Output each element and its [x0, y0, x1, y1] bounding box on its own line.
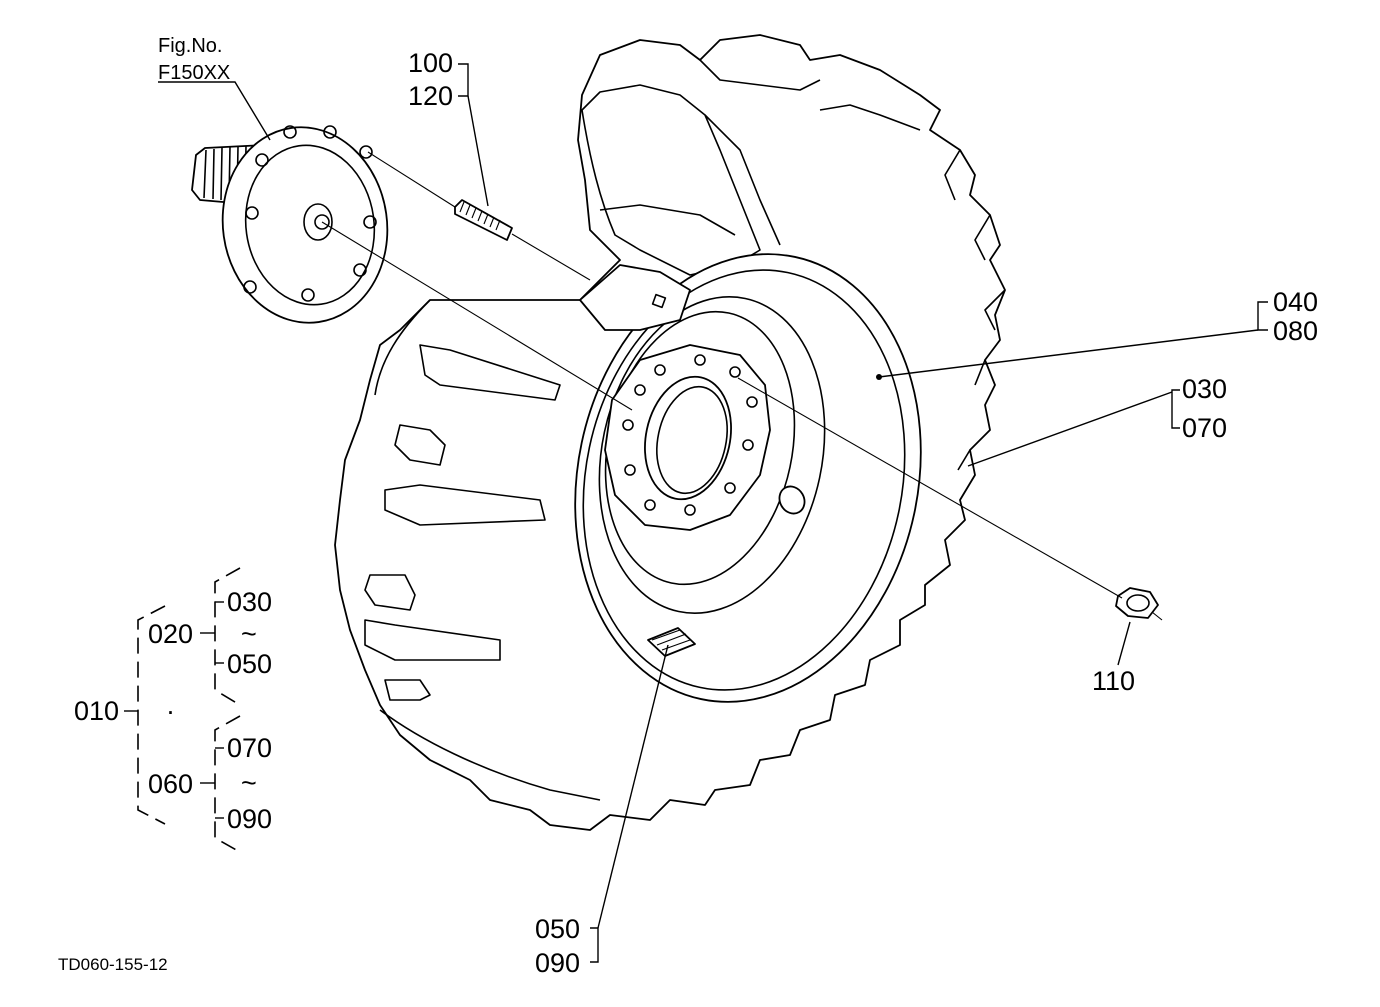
wheel-rim [574, 253, 922, 703]
fig-no-value: F150XX [158, 62, 230, 84]
callout-120: 120 [408, 81, 453, 111]
assembly-tree-brackets [124, 567, 241, 853]
callout-070: 070 [1182, 413, 1227, 443]
callout-080: 080 [1273, 316, 1318, 346]
tree-020-to: 050 [227, 649, 272, 679]
drawing-code: TD060-155-12 [58, 955, 168, 974]
tree-060-to: 090 [227, 804, 272, 834]
callout-110: 110 [1092, 666, 1135, 696]
callout-100: 100 [408, 48, 453, 78]
callout-050: 050 [535, 914, 580, 944]
wheel-stud [454, 199, 513, 241]
tree-020-tilde: ~ [241, 619, 257, 649]
tree-group-020: 020 [148, 619, 193, 649]
tree-dot: · [166, 696, 175, 726]
callout-090: 090 [535, 948, 580, 978]
tree-060-tilde: ~ [241, 768, 257, 798]
axle-flange [191, 125, 389, 324]
wheel-nut [1115, 587, 1159, 619]
callout-040: 040 [1273, 287, 1318, 317]
tree-020-from: 030 [227, 587, 272, 617]
tree-060-from: 070 [227, 733, 272, 763]
tree-group-060: 060 [148, 769, 193, 799]
tree-root-010: 010 [74, 696, 119, 726]
fig-no-label: Fig.No. [158, 35, 222, 57]
callout-030: 030 [1182, 374, 1227, 404]
leader-lines [158, 63, 1268, 963]
